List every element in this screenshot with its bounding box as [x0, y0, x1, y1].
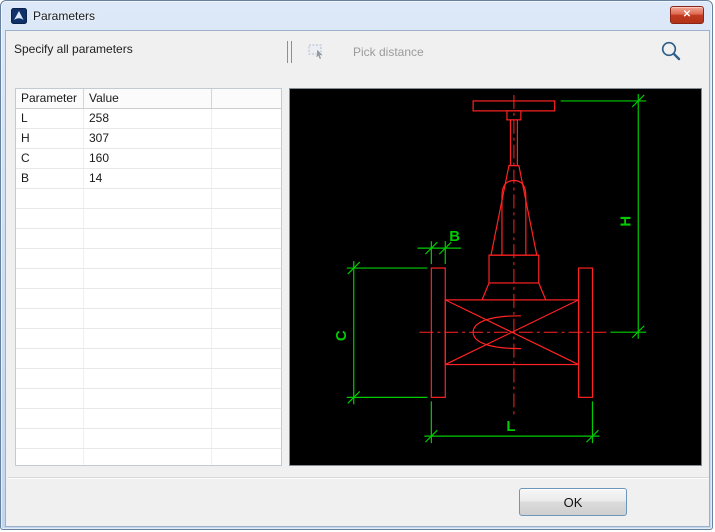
close-icon: ✕ — [682, 9, 692, 20]
table-row — [16, 349, 281, 369]
table-row — [16, 449, 281, 465]
value-cell — [84, 289, 212, 308]
value-cell — [84, 349, 212, 368]
value-cell — [84, 209, 212, 228]
table-row — [16, 369, 281, 389]
empty-cell — [212, 309, 281, 328]
table-row — [16, 269, 281, 289]
instruction-label: Specify all parameters — [14, 42, 133, 56]
parameter-cell — [16, 249, 84, 268]
empty-cell[interactable] — [212, 109, 281, 128]
pick-rectangle-icon — [307, 44, 327, 64]
empty-cell — [212, 289, 281, 308]
table-row — [16, 429, 281, 449]
value-cell[interactable]: 14 — [84, 169, 212, 188]
value-cell — [84, 449, 212, 465]
value-cell — [84, 189, 212, 208]
parameter-cell — [16, 329, 84, 348]
footer-divider — [8, 477, 709, 479]
empty-cell — [212, 209, 281, 228]
empty-cell — [212, 189, 281, 208]
parameter-cell[interactable]: B — [16, 169, 84, 188]
magnifier-icon — [660, 41, 682, 65]
empty-cell — [212, 449, 281, 465]
column-header-parameter: Parameter — [16, 89, 84, 108]
empty-cell — [212, 329, 281, 348]
pick-distance-label: Pick distance — [353, 45, 424, 59]
value-cell — [84, 309, 212, 328]
value-cell — [84, 429, 212, 448]
dim-label-l: L — [506, 418, 515, 435]
parameter-cell — [16, 309, 84, 328]
empty-cell[interactable] — [212, 129, 281, 148]
parameter-cell — [16, 449, 84, 465]
parameter-cell — [16, 349, 84, 368]
preview-panel[interactable]: H C L B — [289, 88, 702, 466]
parameter-cell — [16, 369, 84, 388]
empty-cell — [212, 429, 281, 448]
empty-cell — [212, 229, 281, 248]
parameter-cell — [16, 429, 84, 448]
value-cell — [84, 249, 212, 268]
value-cell — [84, 369, 212, 388]
ok-button[interactable]: OK — [519, 488, 627, 516]
parameter-cell — [16, 409, 84, 428]
value-cell — [84, 229, 212, 248]
parameter-cell — [16, 229, 84, 248]
parameter-cell — [16, 289, 84, 308]
empty-cell — [212, 249, 281, 268]
empty-cell — [212, 389, 281, 408]
zoom-button[interactable] — [658, 39, 684, 65]
parameter-cell[interactable]: C — [16, 149, 84, 168]
table-row — [16, 189, 281, 209]
column-header-empty — [212, 89, 281, 108]
window-title: Parameters — [33, 8, 96, 23]
value-cell — [84, 329, 212, 348]
table-row — [16, 289, 281, 309]
table-row — [16, 329, 281, 349]
titlebar[interactable]: Parameters ✕ — [1, 1, 712, 30]
empty-cell[interactable] — [212, 169, 281, 188]
value-cell[interactable]: 307 — [84, 129, 212, 148]
pick-distance-button[interactable] — [305, 40, 329, 64]
dim-label-h: H — [617, 216, 634, 227]
table-row — [16, 229, 281, 249]
empty-cell — [212, 409, 281, 428]
parameter-cell — [16, 189, 84, 208]
value-cell[interactable]: 160 — [84, 149, 212, 168]
parameter-cell[interactable]: H — [16, 129, 84, 148]
table-row — [16, 409, 281, 429]
value-cell — [84, 389, 212, 408]
dim-label-b: B — [449, 228, 460, 245]
column-header-value: Value — [84, 89, 212, 108]
close-button[interactable]: ✕ — [670, 6, 704, 24]
value-cell — [84, 269, 212, 288]
empty-cell — [212, 349, 281, 368]
table-row — [16, 309, 281, 329]
dialog-content: Specify all parameters Pick distance Pa — [5, 30, 710, 527]
parameter-cell — [16, 269, 84, 288]
table-row — [16, 389, 281, 409]
parameter-cell — [16, 209, 84, 228]
valve-drawing: H C L B — [333, 93, 647, 444]
value-cell — [84, 409, 212, 428]
table-header: Parameter Value — [16, 89, 281, 109]
table-row — [16, 249, 281, 269]
value-cell[interactable]: 258 — [84, 109, 212, 128]
dim-label-c: C — [333, 330, 350, 341]
empty-cell — [212, 269, 281, 288]
empty-cell — [212, 369, 281, 388]
table-row — [16, 209, 281, 229]
toolbar-separator — [287, 41, 292, 63]
empty-cell[interactable] — [212, 149, 281, 168]
parameter-cell[interactable]: L — [16, 109, 84, 128]
app-icon — [11, 7, 27, 24]
parameter-cell — [16, 389, 84, 408]
